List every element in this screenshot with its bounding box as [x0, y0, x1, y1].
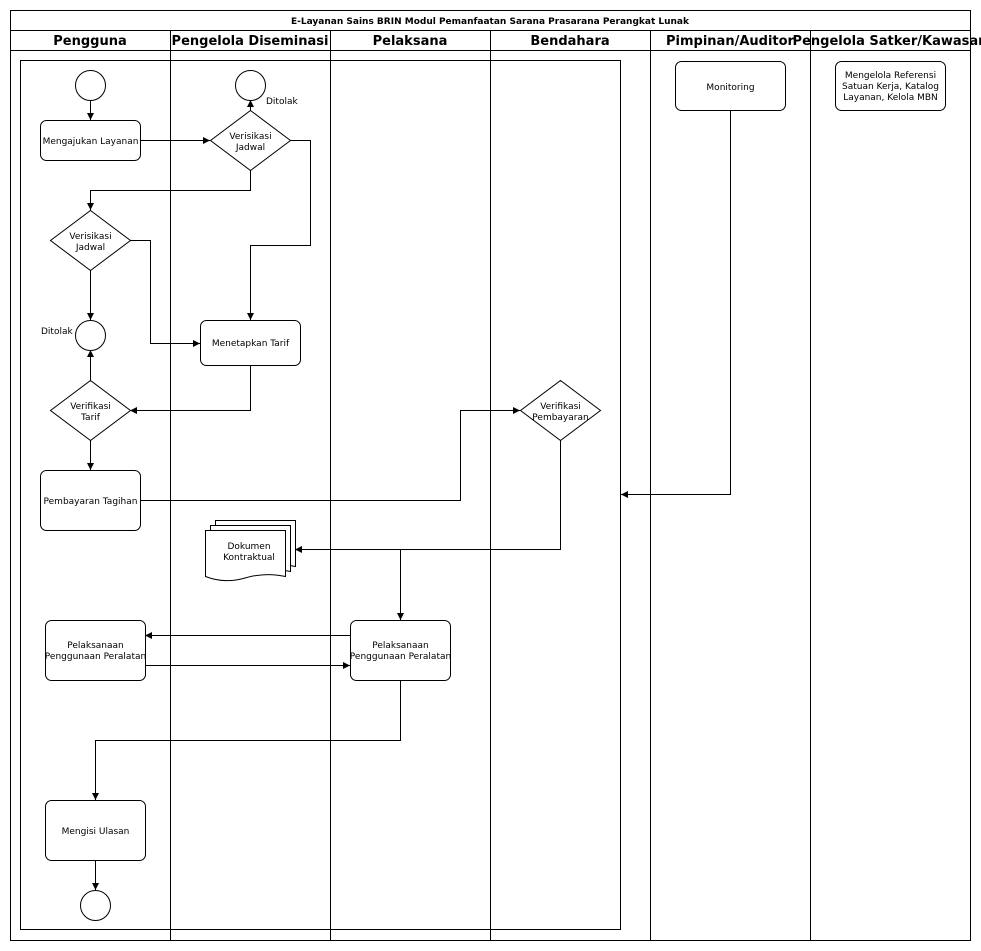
label-ditolak-tarif: Ditolak [41, 327, 73, 337]
node-pelaksanaan-pengguna: Pelaksanaan Penggunaan Peralatan [45, 620, 146, 681]
node-mengelola-referensi: Mengelola Referensi Satuan Kerja, Katalo… [835, 61, 946, 111]
decision-verisikasi-jadwal-diseminasi: Verisikasi Jadwal [209, 109, 292, 172]
node-pelaksanaan-pelaksana: Pelaksanaan Penggunaan Peralatan [350, 620, 451, 681]
node-label: Verisikasi [69, 232, 111, 242]
lane-header-pengelola-satker: Pengelola Satker/Kawasan [793, 34, 981, 49]
edge-verif-jadwal-to-pengguna [87, 170, 251, 210]
edge-verif-jadwal-to-tarif [247, 140, 311, 320]
node-monitoring: Monitoring [675, 61, 786, 111]
node-label: Monitoring [706, 83, 754, 93]
edge-verif-pembayaran-to-dokumen [295, 440, 561, 553]
node-label: Dokumen [227, 542, 270, 552]
node-label: Mengelola Referensi [845, 71, 936, 81]
lane-header-pengelola-diseminasi: Pengelola Diseminasi [172, 34, 329, 49]
node-label: Satuan Kerja, Katalog [842, 82, 939, 92]
lane-headers: Pengguna Pengelola Diseminasi Pelaksana … [53, 34, 981, 49]
node-label: Verifikasi [540, 402, 581, 412]
lane-header-pimpinan-auditor: Pimpinan/Auditor [666, 34, 795, 49]
node-label: Pembayaran [532, 413, 588, 423]
node-label: Pembayaran Tagihan [44, 497, 138, 507]
node-label: Kontraktual [223, 553, 275, 563]
end-node-ditolak-jadwal [235, 70, 266, 101]
pool-frame [10, 10, 971, 941]
decision-verifikasi-tarif: Verifikasi Tarif [49, 379, 132, 442]
node-label: Penggunaan Peralatan [45, 652, 146, 662]
lane-header-pelaksana: Pelaksana [373, 34, 448, 49]
node-label: Layanan, Kelola MBN [843, 93, 938, 103]
edge-pelaksanaan-to-ulasan [92, 680, 401, 800]
node-pembayaran-tagihan: Pembayaran Tagihan [40, 470, 141, 531]
node-label: Mengajukan Layanan [43, 137, 139, 147]
node-label: Tarif [80, 413, 101, 423]
node-label: Pelaksanaan [372, 641, 429, 651]
node-mengajukan-layanan: Mengajukan Layanan [40, 120, 141, 161]
node-label: Penggunaan Peralatan [350, 652, 451, 662]
node-menetapkan-tarif: Menetapkan Tarif [200, 320, 301, 366]
lane-header-bendahara: Bendahara [530, 34, 609, 49]
start-node [75, 70, 106, 101]
diagram-title: E-Layanan Sains BRIN Modul Pemanfaatan S… [291, 17, 690, 27]
label-ditolak-jadwal: Ditolak [266, 97, 298, 107]
edge-pembayaran-to-verif-pembayaran [140, 407, 520, 501]
end-node-final [80, 890, 111, 921]
node-label: Menetapkan Tarif [212, 339, 290, 349]
end-node-ditolak-tarif [75, 320, 106, 351]
document-kontraktual: Dokumen Kontraktual [205, 520, 296, 582]
node-label: Verisikasi [229, 132, 271, 142]
edge-verif-jadwal2-to-tarif [130, 240, 200, 347]
decision-verisikasi-jadwal-pengguna: Verisikasi Jadwal [49, 209, 132, 272]
node-label: Pelaksanaan [67, 641, 124, 651]
edge-tarif-to-verif-tarif [130, 365, 251, 414]
edge-monitoring-to-pool [621, 110, 731, 498]
node-label: Verifikasi [70, 402, 111, 412]
node-mengisi-ulasan: Mengisi Ulasan [45, 800, 146, 861]
node-label: Jadwal [75, 243, 105, 253]
edges [87, 100, 731, 890]
decision-verifikasi-pembayaran: Verifikasi Pembayaran [519, 379, 602, 442]
node-label: Jadwal [235, 143, 265, 153]
node-label: Mengisi Ulasan [62, 827, 130, 837]
lane-header-pengguna: Pengguna [53, 34, 127, 49]
